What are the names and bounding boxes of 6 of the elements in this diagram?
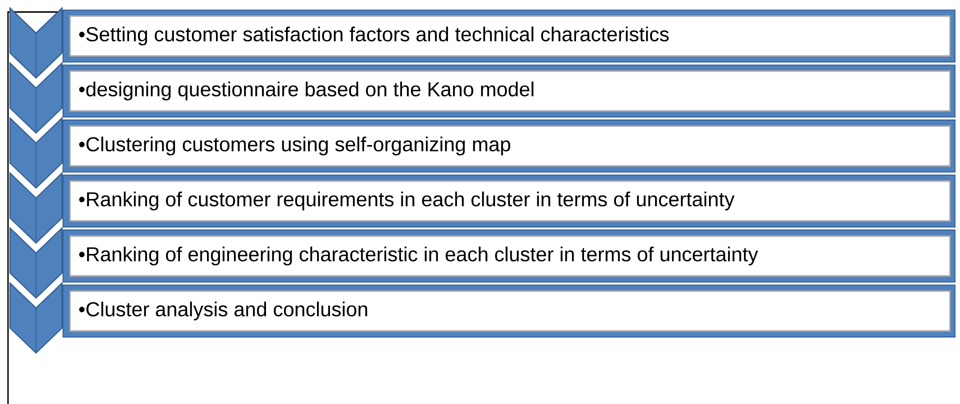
step-box: •designing questionnaire based on the Kano model (62, 64, 956, 118)
step-box: •Setting customer satisfaction factors and technical characteristics (62, 10, 956, 62)
step-box: •Ranking of customer requirements in each cluster in terms of uncertainty (62, 174, 956, 228)
step-box: •Clustering customers using self-organizing map (62, 120, 956, 172)
step-box: •Ranking of engineering characteristic in each cluster in terms of uncertainty (62, 230, 956, 282)
step-box: •Cluster analysis and conclusion (62, 284, 956, 338)
